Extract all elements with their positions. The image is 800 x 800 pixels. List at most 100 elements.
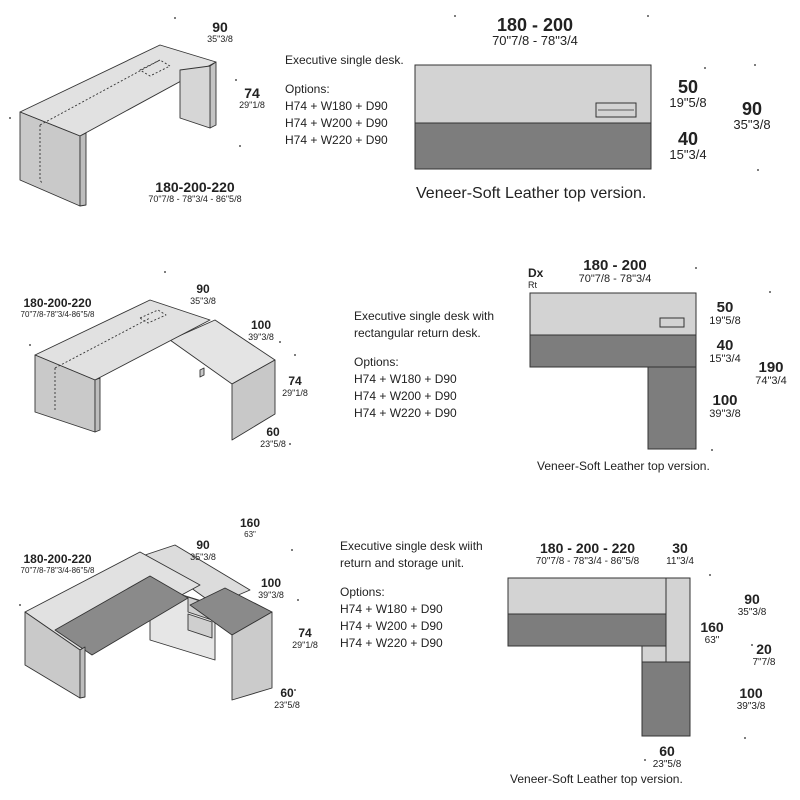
desk1-plan-veneer-top [414,64,652,124]
s2-plan-bottom-depth-cm: 40 [716,337,734,354]
s2-plan-width-dim: 180 - 200 70"7/8 - 78"3/4 [555,258,675,285]
s3-plan-width-cm: 180 - 200 - 220 [540,540,635,556]
s1-width-cm: 180-200-220 [155,179,235,195]
s1-option-1: H74 + W180 + D90 [285,99,388,113]
s1-plan-bottom-depth-dim: 40 15"3/4 [656,130,720,162]
s3-total-cm: 160 [239,516,261,530]
desk3-plan-leather-strip [507,613,667,647]
s2-plan-side-label: Dx Rt [528,266,558,290]
s1-depth-in: 35"3/8 [207,34,233,44]
s1-height-in: 29"1/8 [239,100,265,110]
s2-return-in: 39"3/8 [248,332,274,342]
s2-option-1: H74 + W180 + D90 [354,372,457,386]
s3-persp-return-depth-dim: 60 23"5/8 [262,686,312,710]
s3-option-2: H74 + W200 + D90 [340,619,443,633]
s2-plan-bottom-depth-in: 15"3/4 [709,353,741,365]
s1-options-label: Options: [285,82,330,96]
s3-plan-return-cm: 100 [739,685,763,701]
s1-plan-total-depth-cm: 90 [741,99,763,119]
s3-option-3: H74 + W220 + D90 [340,636,443,650]
s3-plan-return-depth-dim: 60 23"5/8 [644,744,690,771]
s3-width-in: 70"7/8-78"3/4-86"5/8 [20,566,95,575]
desk2-plan-leather-strip [529,334,697,368]
desk3-perspective [24,544,273,701]
s3-plan-return-dim: 100 39"3/8 [726,686,776,713]
s3-persp-total-dim: 160 63" [228,516,272,540]
s3-options-label: Options: [340,585,385,599]
s2-persp-return-dim: 100 39"3/8 [236,318,286,342]
s3-plan-storage-in: 11"3/4 [666,556,694,567]
s3-plan-gap-in: 7"7/8 [752,657,776,668]
s2-plan-width-cm: 180 - 200 [583,257,647,274]
s1-desc-title: Executive single desk. [285,53,404,67]
s3-persp-return-dim: 100 39"3/8 [246,576,296,600]
s2-persp-width-dim: 180-200-220 70"7/8-78"3/4-86"5/8 [0,296,115,320]
s3-persp-height-dim: 74 29"1/8 [280,626,330,650]
s3-desc-line-1: Executive single desk wiith [340,539,483,553]
s3-plan-return-depth-cm: 60 [659,743,675,759]
s3-depth-cm: 90 [196,538,210,552]
s2-desc-line-2: rectangular return desk. [354,326,481,340]
desk3-plan-veneer-top [507,577,667,615]
s2-plan-total-cm: 190 [758,359,784,376]
s1-persp-height-dim: 74 29"1/8 [222,86,282,110]
s1-description: Executive single desk. Options: H74 + W1… [285,52,405,149]
s3-plan-return-in: 39"3/8 [736,701,766,712]
s3-return-in: 39"3/8 [258,590,284,600]
s3-desc-line-2: return and storage unit. [340,556,465,570]
s3-plan-storage-cm: 30 [672,540,688,556]
desk1-plan [414,64,652,170]
s1-plan-bottom-depth-cm: 40 [677,129,699,149]
s2-persp-height-dim: 74 29"1/8 [270,374,320,398]
s1-plan-total-depth-in: 35"3/8 [733,117,771,132]
s3-plan-return-depth-in: 23"5/8 [652,759,682,770]
s2-return-depth-in: 23"5/8 [260,439,286,449]
s1-caption: Veneer-Soft Leather top version. [416,185,647,202]
s2-width-cm: 180-200-220 [23,296,92,310]
s1-persp-depth-dim: 90 35"3/8 [190,20,250,44]
s1-plan-total-depth-dim: 90 35"3/8 [720,100,784,132]
s2-persp-return-depth-dim: 60 23"5/8 [248,425,298,449]
s1-plan-bottom-depth-in: 15"3/4 [669,147,707,162]
s1-plan-width-in: 70"7/8 - 78"3/4 [492,33,578,48]
s1-option-3: H74 + W220 + D90 [285,133,388,147]
s1-plan-width-cm: 180 - 200 [496,15,574,35]
s2-plan-return-dim: 100 39"3/8 [700,393,750,420]
s2-plan-total-dim: 190 74"3/4 [748,360,794,387]
s1-plan-top-depth-in: 19"5/8 [669,95,707,110]
desk1-plan-cable-port [595,102,637,118]
s2-return-depth-cm: 60 [266,425,280,439]
s3-height-in: 29"1/8 [292,640,318,650]
s3-plan-depth-in: 35"3/8 [737,607,767,618]
s2-plan-bottom-depth-dim: 40 15"3/4 [700,338,750,365]
s3-plan-width-in: 70"7/8 - 78"3/4 - 86"5/8 [535,556,640,567]
s2-caption: Veneer-Soft Leather top version. [537,459,710,473]
s3-width-cm: 180-200-220 [23,552,92,566]
s1-plan-width-dim: 180 - 200 70"7/8 - 78"3/4 [450,16,620,48]
s2-plan-top-depth-in: 19"5/8 [709,315,741,327]
s3-plan-total-in: 63" [704,635,720,646]
s2-description: Executive single desk with rectangular r… [354,308,514,422]
s2-height-cm: 74 [288,374,302,388]
desk1-perspective [19,44,217,207]
s2-depth-in: 35"3/8 [190,296,216,306]
s3-depth-in: 35"3/8 [190,552,216,562]
desk2-plan-return [647,366,697,450]
s1-depth-cm: 90 [212,19,228,35]
desk2-plan-veneer-top [529,292,697,336]
s2-side-dx: Dx [528,266,544,280]
s2-options-label: Options: [354,355,399,369]
s3-plan-width-dim: 180 - 200 - 220 70"7/8 - 78"3/4 - 86"5/8 [505,541,670,568]
s3-plan-total-dim: 160 63" [692,620,732,647]
s3-plan-depth-dim: 90 35"3/8 [730,592,774,619]
s3-plan-storage-dim: 30 11"3/4 [658,541,702,568]
s2-return-cm: 100 [250,318,272,332]
s2-plan-top-depth-cm: 50 [716,299,734,316]
desk1-plan-leather-strip [414,122,652,170]
s3-height-cm: 74 [298,626,312,640]
s2-width-in: 70"7/8-78"3/4-86"5/8 [20,310,95,319]
desk3-plan-storage [665,577,691,663]
s2-plan-return-cm: 100 [712,392,738,409]
s3-return-depth-cm: 60 [280,686,294,700]
